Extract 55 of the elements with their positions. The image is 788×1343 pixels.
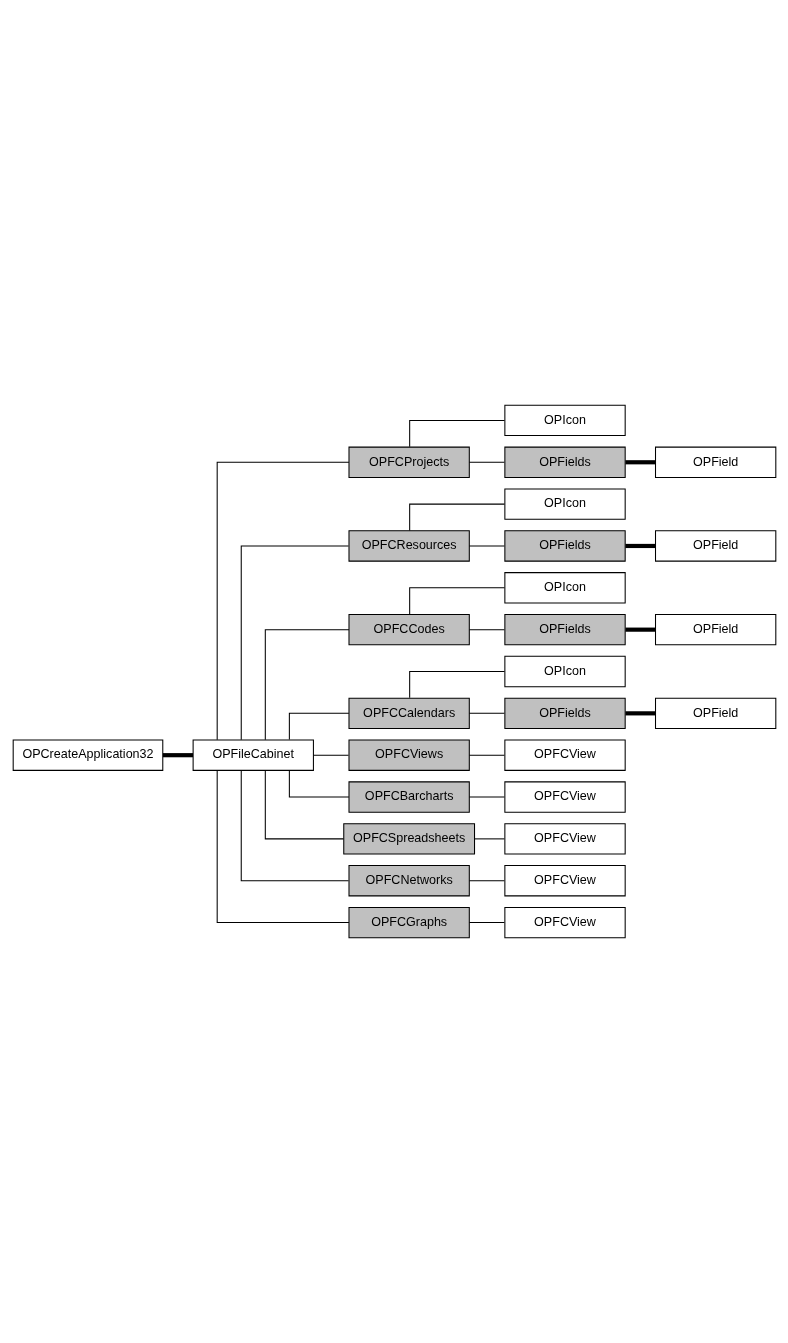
connector (216, 461, 349, 741)
node-box: OPFCProjects (347, 446, 470, 478)
connector (624, 711, 655, 716)
node-box: OPFields (503, 530, 626, 562)
connector (468, 712, 505, 714)
node-box: OPFields (503, 613, 626, 646)
node-box: OPFCView (503, 906, 626, 939)
connector (468, 796, 505, 798)
connector (408, 670, 505, 699)
node-box: OPIcon (503, 655, 626, 688)
node-box: OPFCResources (347, 530, 470, 562)
connector (468, 545, 505, 547)
connector (264, 770, 344, 840)
connector (288, 712, 349, 741)
node-box: OPIcon (503, 572, 626, 604)
node-box: OPFields (503, 697, 626, 730)
node-box: OPFCCodes (347, 613, 470, 646)
node-box: OPFCCalendars (347, 697, 470, 730)
node-box: OPFields (503, 446, 626, 478)
connector (624, 627, 655, 632)
connector (468, 629, 505, 631)
connector (624, 543, 655, 549)
connector (473, 838, 505, 840)
node-box: OPFCView (503, 823, 626, 855)
node-box: OPField (654, 530, 776, 562)
node-box: OPField (654, 697, 776, 730)
node-box: OPFileCabinet (192, 739, 314, 771)
connector (468, 880, 505, 882)
node-box: OPField (654, 613, 776, 646)
connector (468, 922, 505, 924)
node-box: OPFCView (503, 739, 626, 771)
connector (162, 753, 193, 758)
connector (216, 770, 349, 924)
node-box: OPFCNetworks (347, 865, 470, 897)
node-box: OPField (654, 446, 776, 478)
node-box: OPFCViews (347, 739, 470, 771)
connector (312, 754, 349, 756)
connector (240, 545, 349, 741)
node-box: OPIcon (503, 404, 626, 437)
connector (624, 460, 655, 465)
node-box: OPCreateApplication32 (12, 739, 163, 771)
connector (264, 629, 349, 741)
node-box: OPFCBarcharts (347, 781, 470, 813)
connector (240, 770, 349, 882)
connector (408, 587, 505, 615)
connector (468, 461, 505, 463)
node-box: OPFCGraphs (347, 906, 470, 939)
node-box: OPFCView (503, 865, 626, 897)
connector (288, 770, 349, 798)
node-box: OPFCView (503, 781, 626, 813)
node-box: OPFCSpreadsheets (342, 823, 475, 855)
connector (468, 754, 505, 756)
connector (408, 419, 505, 448)
connector (408, 503, 505, 531)
node-box: OPIcon (503, 488, 626, 520)
